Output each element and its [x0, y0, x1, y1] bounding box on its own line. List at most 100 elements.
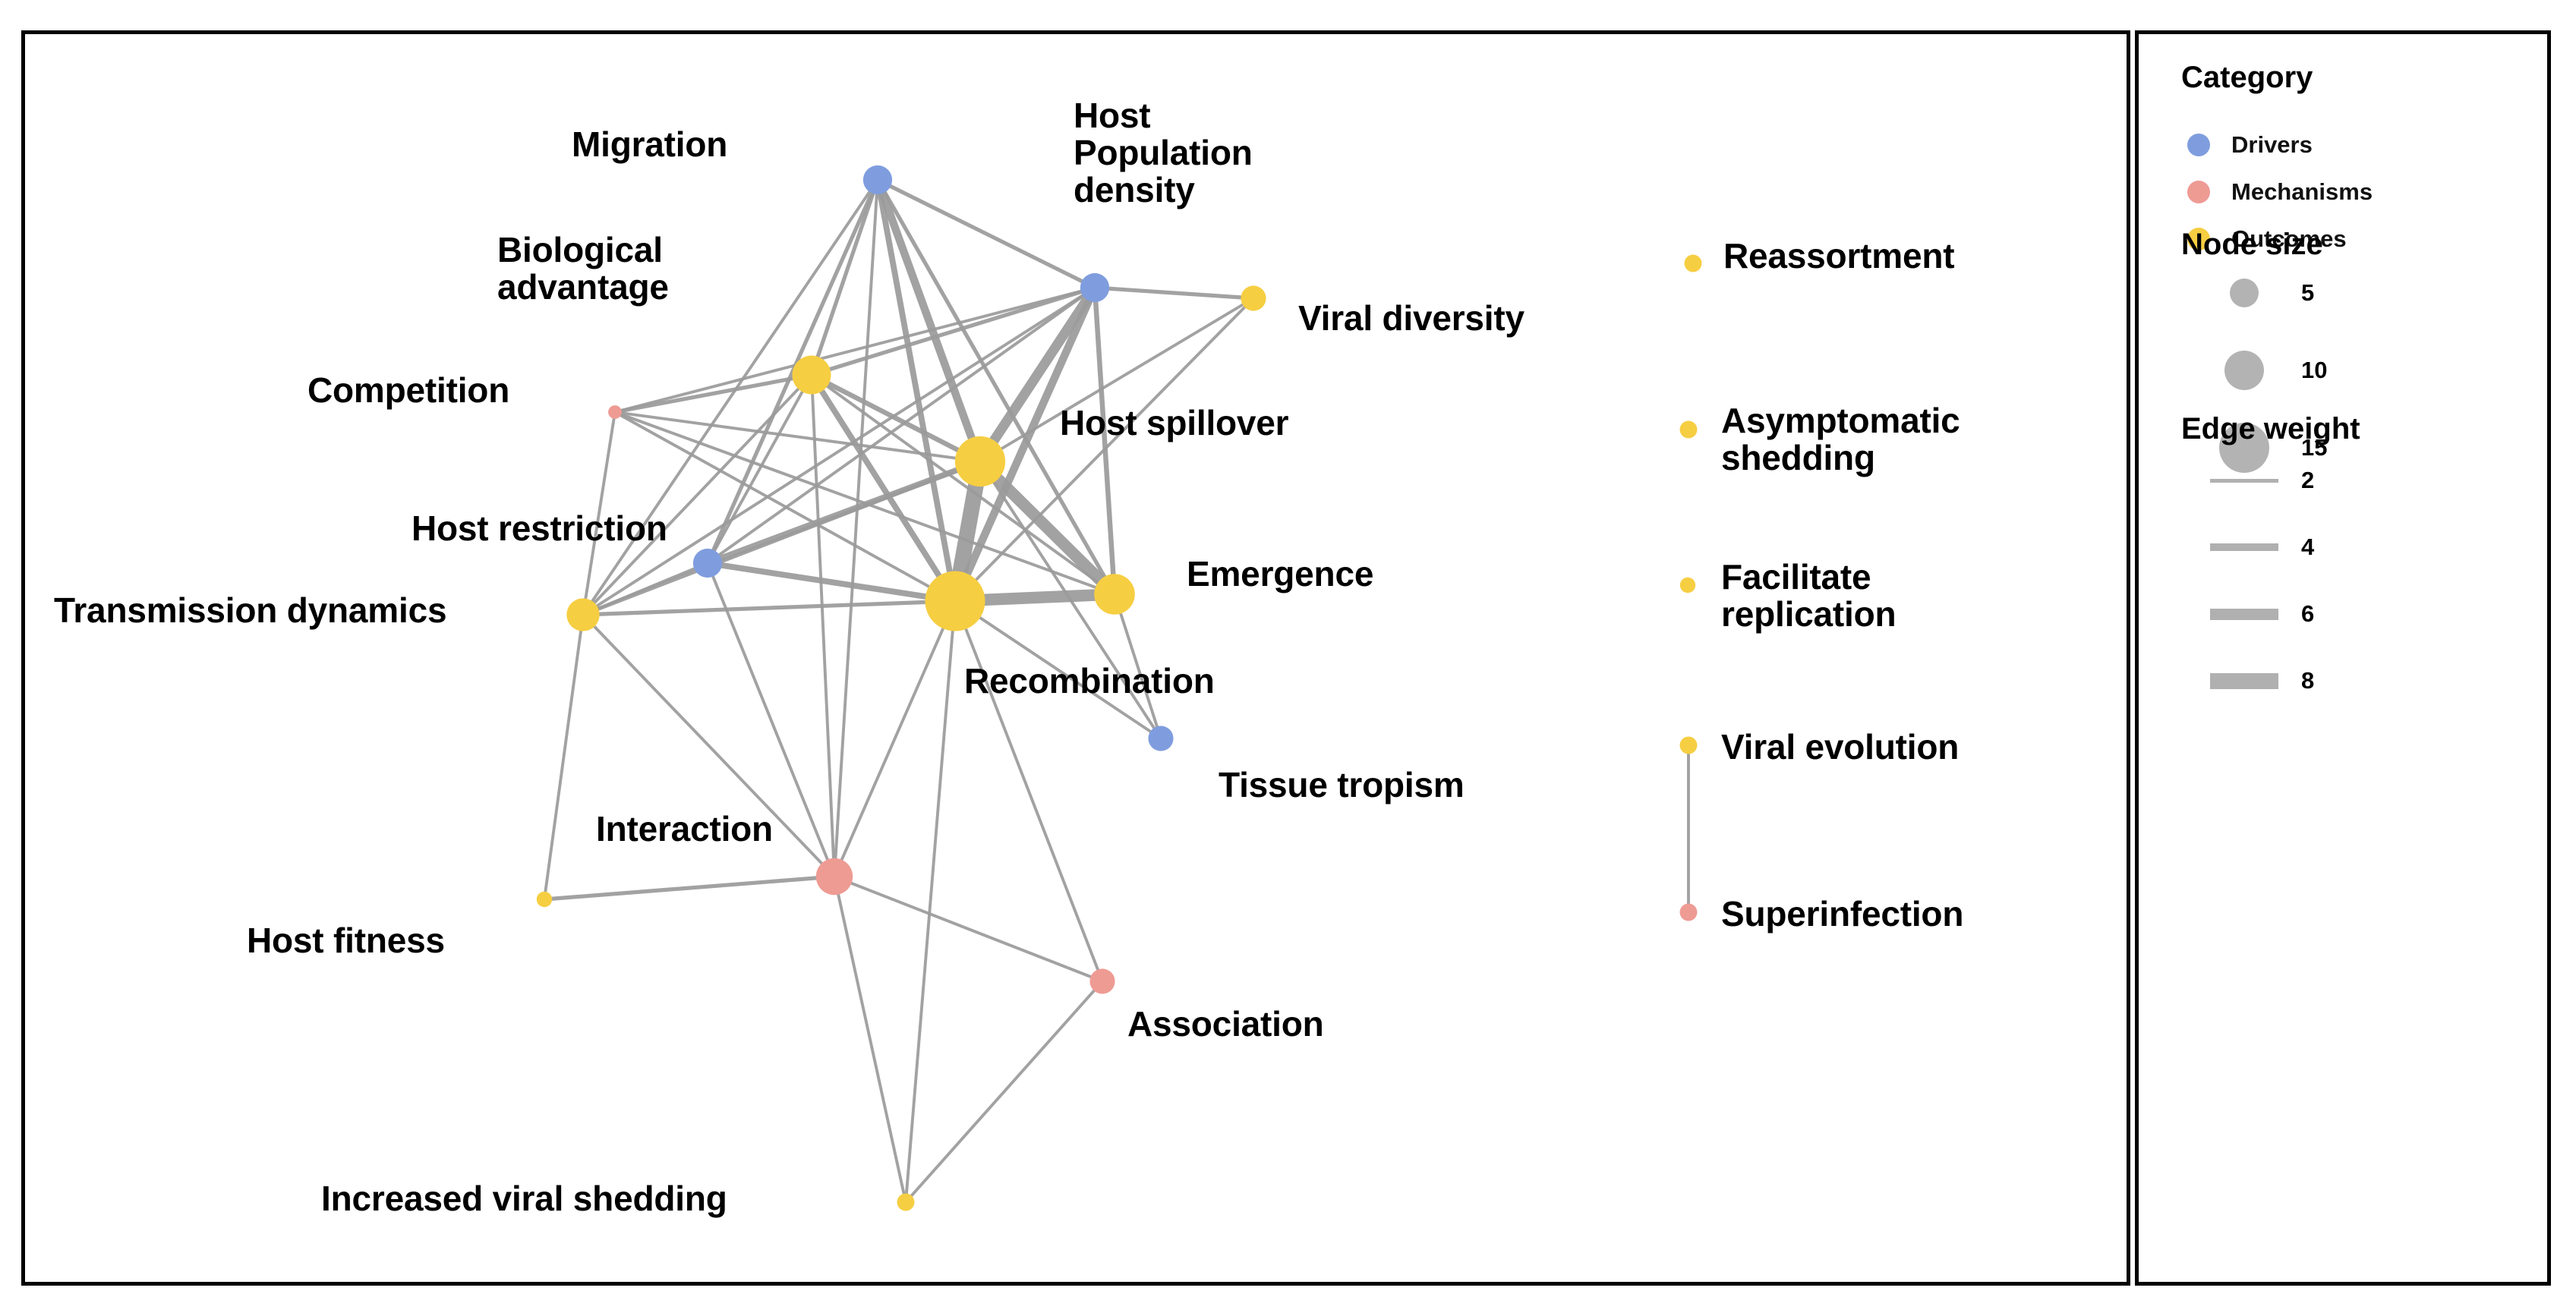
- graph-node[interactable]: [815, 858, 853, 896]
- legend-category-item[interactable]: Outcomes: [2187, 225, 2347, 253]
- graph-node-label: Host spillover: [1060, 403, 1289, 442]
- graph-node[interactable]: [1679, 903, 1698, 921]
- graph-edge: [582, 459, 981, 617]
- graph-edge: [810, 374, 836, 877]
- graph-edge: [809, 373, 958, 603]
- graph-edge: [706, 562, 836, 877]
- legend-edge-weight-value: 2: [2301, 467, 2315, 493]
- graph-edge: [954, 297, 1255, 603]
- graph-node[interactable]: [1684, 254, 1702, 272]
- legend-edge-weight-title: Edge weight: [2181, 412, 2360, 445]
- graph-node[interactable]: [608, 405, 622, 419]
- graph-node[interactable]: [566, 598, 600, 631]
- graph-node[interactable]: [692, 548, 723, 578]
- graph-edge: [614, 411, 981, 463]
- graph-node[interactable]: [1080, 272, 1110, 303]
- legend-node-size-item: 5: [2187, 279, 2314, 307]
- legend-edge-line-icon: [2187, 672, 2301, 689]
- graph-edge: [810, 373, 1116, 596]
- graph-edge: [582, 562, 708, 616]
- graph-edge: [834, 875, 1103, 983]
- legend-swatch-dot-icon: [2187, 228, 2210, 250]
- graph-edge: [706, 286, 1096, 565]
- legend-color-swatch-icon: [2187, 228, 2231, 250]
- graph-node[interactable]: [792, 355, 831, 395]
- graph-edge: [706, 374, 813, 564]
- graph-edge: [1092, 287, 1118, 595]
- graph-edge: [582, 599, 956, 617]
- graph-node-label: Competition: [307, 370, 510, 410]
- graph-edge: [582, 373, 813, 616]
- graph-node[interactable]: [897, 1193, 915, 1211]
- graph-node-label: Emergence: [1187, 554, 1374, 593]
- graph-edge: [833, 179, 879, 877]
- legend-color-swatch-icon: [2187, 181, 2231, 203]
- legend-edge-weight-item: 6: [2187, 600, 2314, 628]
- graph-node[interactable]: [1679, 736, 1698, 754]
- graph-node-label: Biological advantage: [497, 230, 669, 307]
- graph-node-label: Transmission dynamics: [54, 590, 447, 630]
- legend-edge-weight-value: 4: [2301, 534, 2315, 560]
- graph-node-label: Facilitate replication: [1721, 557, 1897, 634]
- graph-node[interactable]: [1241, 285, 1266, 311]
- graph-node-label: Viral evolution: [1721, 727, 1960, 767]
- graph-node-label: Tissue tropism: [1219, 765, 1465, 804]
- graph-node-label: Host Population density: [1074, 96, 1253, 209]
- graph-edge: [874, 178, 984, 463]
- graph-edge: [976, 457, 1119, 599]
- legend-node-size-item: 10: [2187, 351, 2327, 390]
- graph-node-label: Interaction: [596, 809, 773, 848]
- legend-size-dot-icon: [2224, 351, 2264, 390]
- graph-edge: [1113, 593, 1162, 739]
- legend-category-item[interactable]: Mechanisms: [2187, 178, 2373, 206]
- legend-category-item[interactable]: Drivers: [2187, 131, 2313, 159]
- graph-node[interactable]: [1089, 968, 1115, 994]
- legend-edge-line-icon: [2187, 478, 2301, 483]
- legend-node-size-value: 15: [2301, 434, 2328, 461]
- legend-node-size-title: Node size: [2181, 228, 2323, 261]
- graph-edge: [876, 178, 1096, 290]
- legend-color-swatch-icon: [2187, 134, 2231, 156]
- graph-node[interactable]: [1094, 574, 1135, 615]
- legend-size-dot-icon: [2230, 279, 2259, 307]
- graph-node[interactable]: [862, 165, 893, 195]
- graph-edge: [614, 373, 812, 414]
- legend-node-size-value: 5: [2301, 279, 2315, 306]
- legend-weight-bar-icon: [2210, 478, 2278, 483]
- legend-weight-bar-icon: [2210, 672, 2278, 689]
- graph-edge: [951, 285, 1099, 603]
- graph-node[interactable]: [1679, 577, 1696, 593]
- graph-edge: [614, 286, 1096, 414]
- graph-node-label: Association: [1127, 1004, 1324, 1044]
- graph-node[interactable]: [1679, 420, 1698, 439]
- graph-edge: [543, 614, 585, 900]
- graph-edge: [904, 600, 957, 1203]
- legend-size-dot-icon: [2219, 423, 2269, 473]
- graph-node[interactable]: [925, 571, 985, 631]
- graph-edge: [833, 600, 957, 877]
- graph-edge: [614, 411, 956, 603]
- graph-edge: [904, 980, 1104, 1204]
- graph-node-label: Superinfection: [1721, 894, 1964, 933]
- legend-category-label: Outcomes: [2231, 225, 2347, 252]
- graph-node-label: Reassortment: [1723, 236, 1955, 275]
- graph-edge: [976, 285, 1099, 464]
- graph-node[interactable]: [1148, 726, 1174, 751]
- legend-edge-weight-value: 8: [2301, 667, 2315, 694]
- legend-node-size-circle-icon: [2187, 423, 2301, 473]
- network-graph-svg: [536, 165, 1702, 1211]
- graph-node-label: Host fitness: [247, 921, 445, 960]
- graph-edge: [1094, 285, 1254, 301]
- legend-edge-weight-item: 8: [2187, 667, 2314, 694]
- legend-swatch-dot-icon: [2187, 134, 2210, 156]
- graph-node[interactable]: [954, 436, 1006, 487]
- legend-node-size-circle-icon: [2187, 279, 2301, 307]
- graph-node-label: Increased viral shedding: [321, 1179, 727, 1218]
- graph-edge: [954, 600, 1104, 982]
- legend-edge-weight-value: 6: [2301, 600, 2315, 627]
- graph-node[interactable]: [536, 891, 553, 908]
- edges-group: [543, 178, 1690, 1204]
- nodes-group: [536, 165, 1702, 1211]
